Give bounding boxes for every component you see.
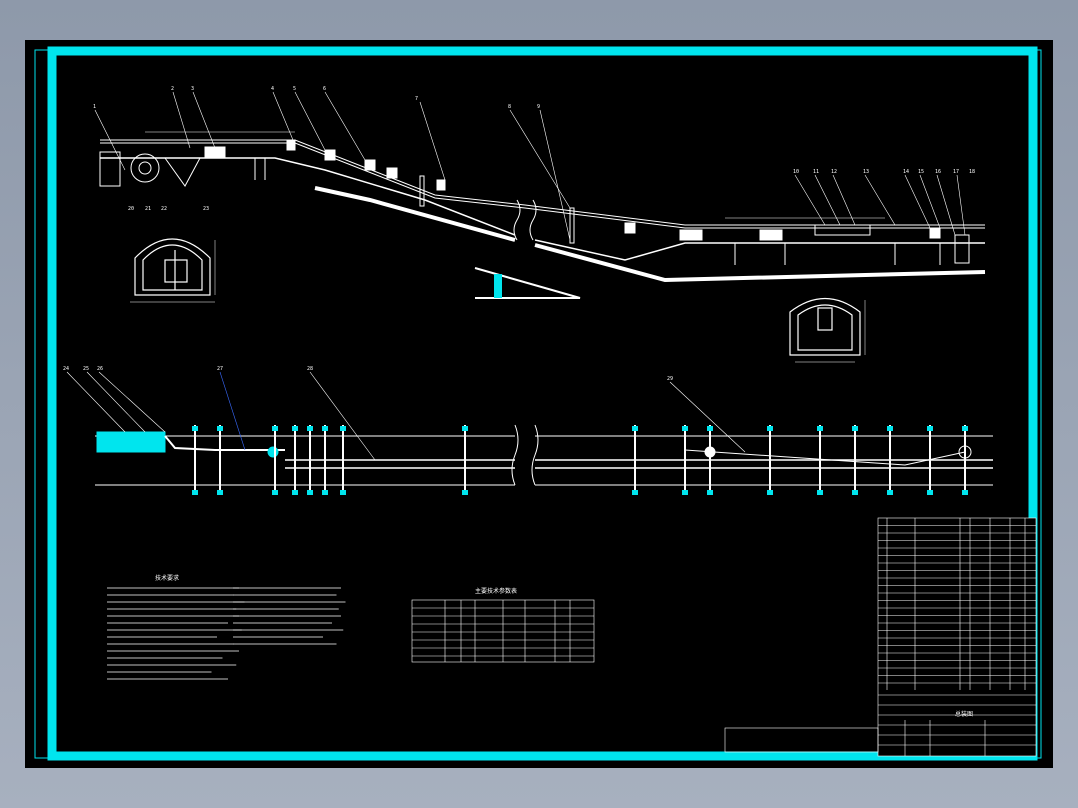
plan-tie-clamp	[817, 426, 823, 431]
callout-17: 17	[953, 169, 959, 175]
drawing-title: 总装图	[955, 710, 973, 718]
plan-tie-clamp	[767, 426, 773, 431]
plan-tie-clamp	[292, 426, 298, 431]
callout-4: 4	[271, 86, 274, 92]
callout-12: 12	[831, 169, 837, 175]
plan-tie-clamp	[767, 490, 773, 495]
callout-7: 7	[415, 96, 418, 102]
plan-tie-clamp	[340, 490, 346, 495]
table-title: 主要技术参数表	[475, 587, 517, 595]
plan-tie-clamp	[272, 426, 278, 431]
plan-tie-clamp	[682, 426, 688, 431]
tunnel-section-left	[130, 238, 216, 303]
callout-15: 15	[918, 169, 924, 175]
callout-5: 5	[293, 86, 296, 92]
lower-callout-labels: 24 25 26 27 28 29	[63, 366, 673, 382]
plan-tie-clamp	[192, 490, 198, 495]
plan-tie-clamp	[962, 426, 968, 431]
plan-tie-clamp	[632, 426, 638, 431]
plan-tie-clamp	[852, 490, 858, 495]
callout-29: 29	[667, 376, 673, 382]
plan-tie-clamp	[307, 426, 313, 431]
plan-tie-clamp	[192, 426, 198, 431]
callout-16: 16	[935, 169, 941, 175]
callout-2: 2	[171, 86, 174, 92]
callout-26: 26	[97, 366, 103, 372]
plan-tie-clamp	[272, 490, 278, 495]
plan-view	[95, 424, 993, 486]
plan-tie-clamp	[707, 426, 713, 431]
callout-6: 6	[323, 86, 326, 92]
tunnel-section-right	[789, 297, 866, 363]
callout-20: 20	[128, 206, 134, 212]
plan-tie-clamp	[817, 490, 823, 495]
callout-3: 3	[191, 86, 194, 92]
callout-9: 9	[537, 104, 540, 110]
plan-tie-clamp	[962, 490, 968, 495]
callout-21: 21	[145, 206, 151, 212]
plan-tie-clamp	[217, 490, 223, 495]
lower-leaders	[66, 371, 746, 461]
callout-10: 10	[793, 169, 799, 175]
callout-24: 24	[63, 366, 69, 372]
parameter-table: 主要技术参数表	[411, 587, 595, 663]
callout-14: 14	[903, 169, 909, 175]
plan-tie-clamp	[217, 426, 223, 431]
upper-leaders	[94, 91, 966, 241]
plan-tie-clamp	[322, 426, 328, 431]
plan-tie-clamp	[322, 490, 328, 495]
plan-tie-clamp	[340, 426, 346, 431]
callout-27: 27	[217, 366, 223, 372]
callout-28: 28	[307, 366, 313, 372]
plan-tie-clamp	[462, 490, 468, 495]
incline-detail	[474, 267, 581, 299]
plan-tie-clamp	[292, 490, 298, 495]
plan-ties	[192, 425, 968, 495]
callout-18: 18	[969, 169, 975, 175]
callout-1: 1	[93, 104, 96, 110]
plan-tie-clamp	[707, 490, 713, 495]
inner-border	[47, 46, 1038, 761]
plan-tie-clamp	[927, 490, 933, 495]
plan-tie-clamp	[682, 490, 688, 495]
callout-11: 11	[813, 169, 819, 175]
callout-23: 23	[203, 206, 209, 212]
callout-22: 22	[161, 206, 167, 212]
plan-tie-clamp	[632, 490, 638, 495]
plan-tie-clamp	[462, 426, 468, 431]
plan-tie-clamp	[852, 426, 858, 431]
plan-tie-clamp	[307, 490, 313, 495]
title-block: 总装图	[724, 517, 1037, 757]
callout-13: 13	[863, 169, 869, 175]
callout-8: 8	[508, 104, 511, 110]
plan-tie-clamp	[927, 426, 933, 431]
elevation-view	[99, 131, 986, 283]
bottom-callout-labels: 20 21 22 23	[128, 206, 209, 212]
callout-25: 25	[83, 366, 89, 372]
technical-notes: 技术要求	[107, 574, 346, 680]
plan-tie-clamp	[887, 490, 893, 495]
plan-tie-clamp	[887, 426, 893, 431]
notes-title: 技术要求	[155, 574, 179, 582]
